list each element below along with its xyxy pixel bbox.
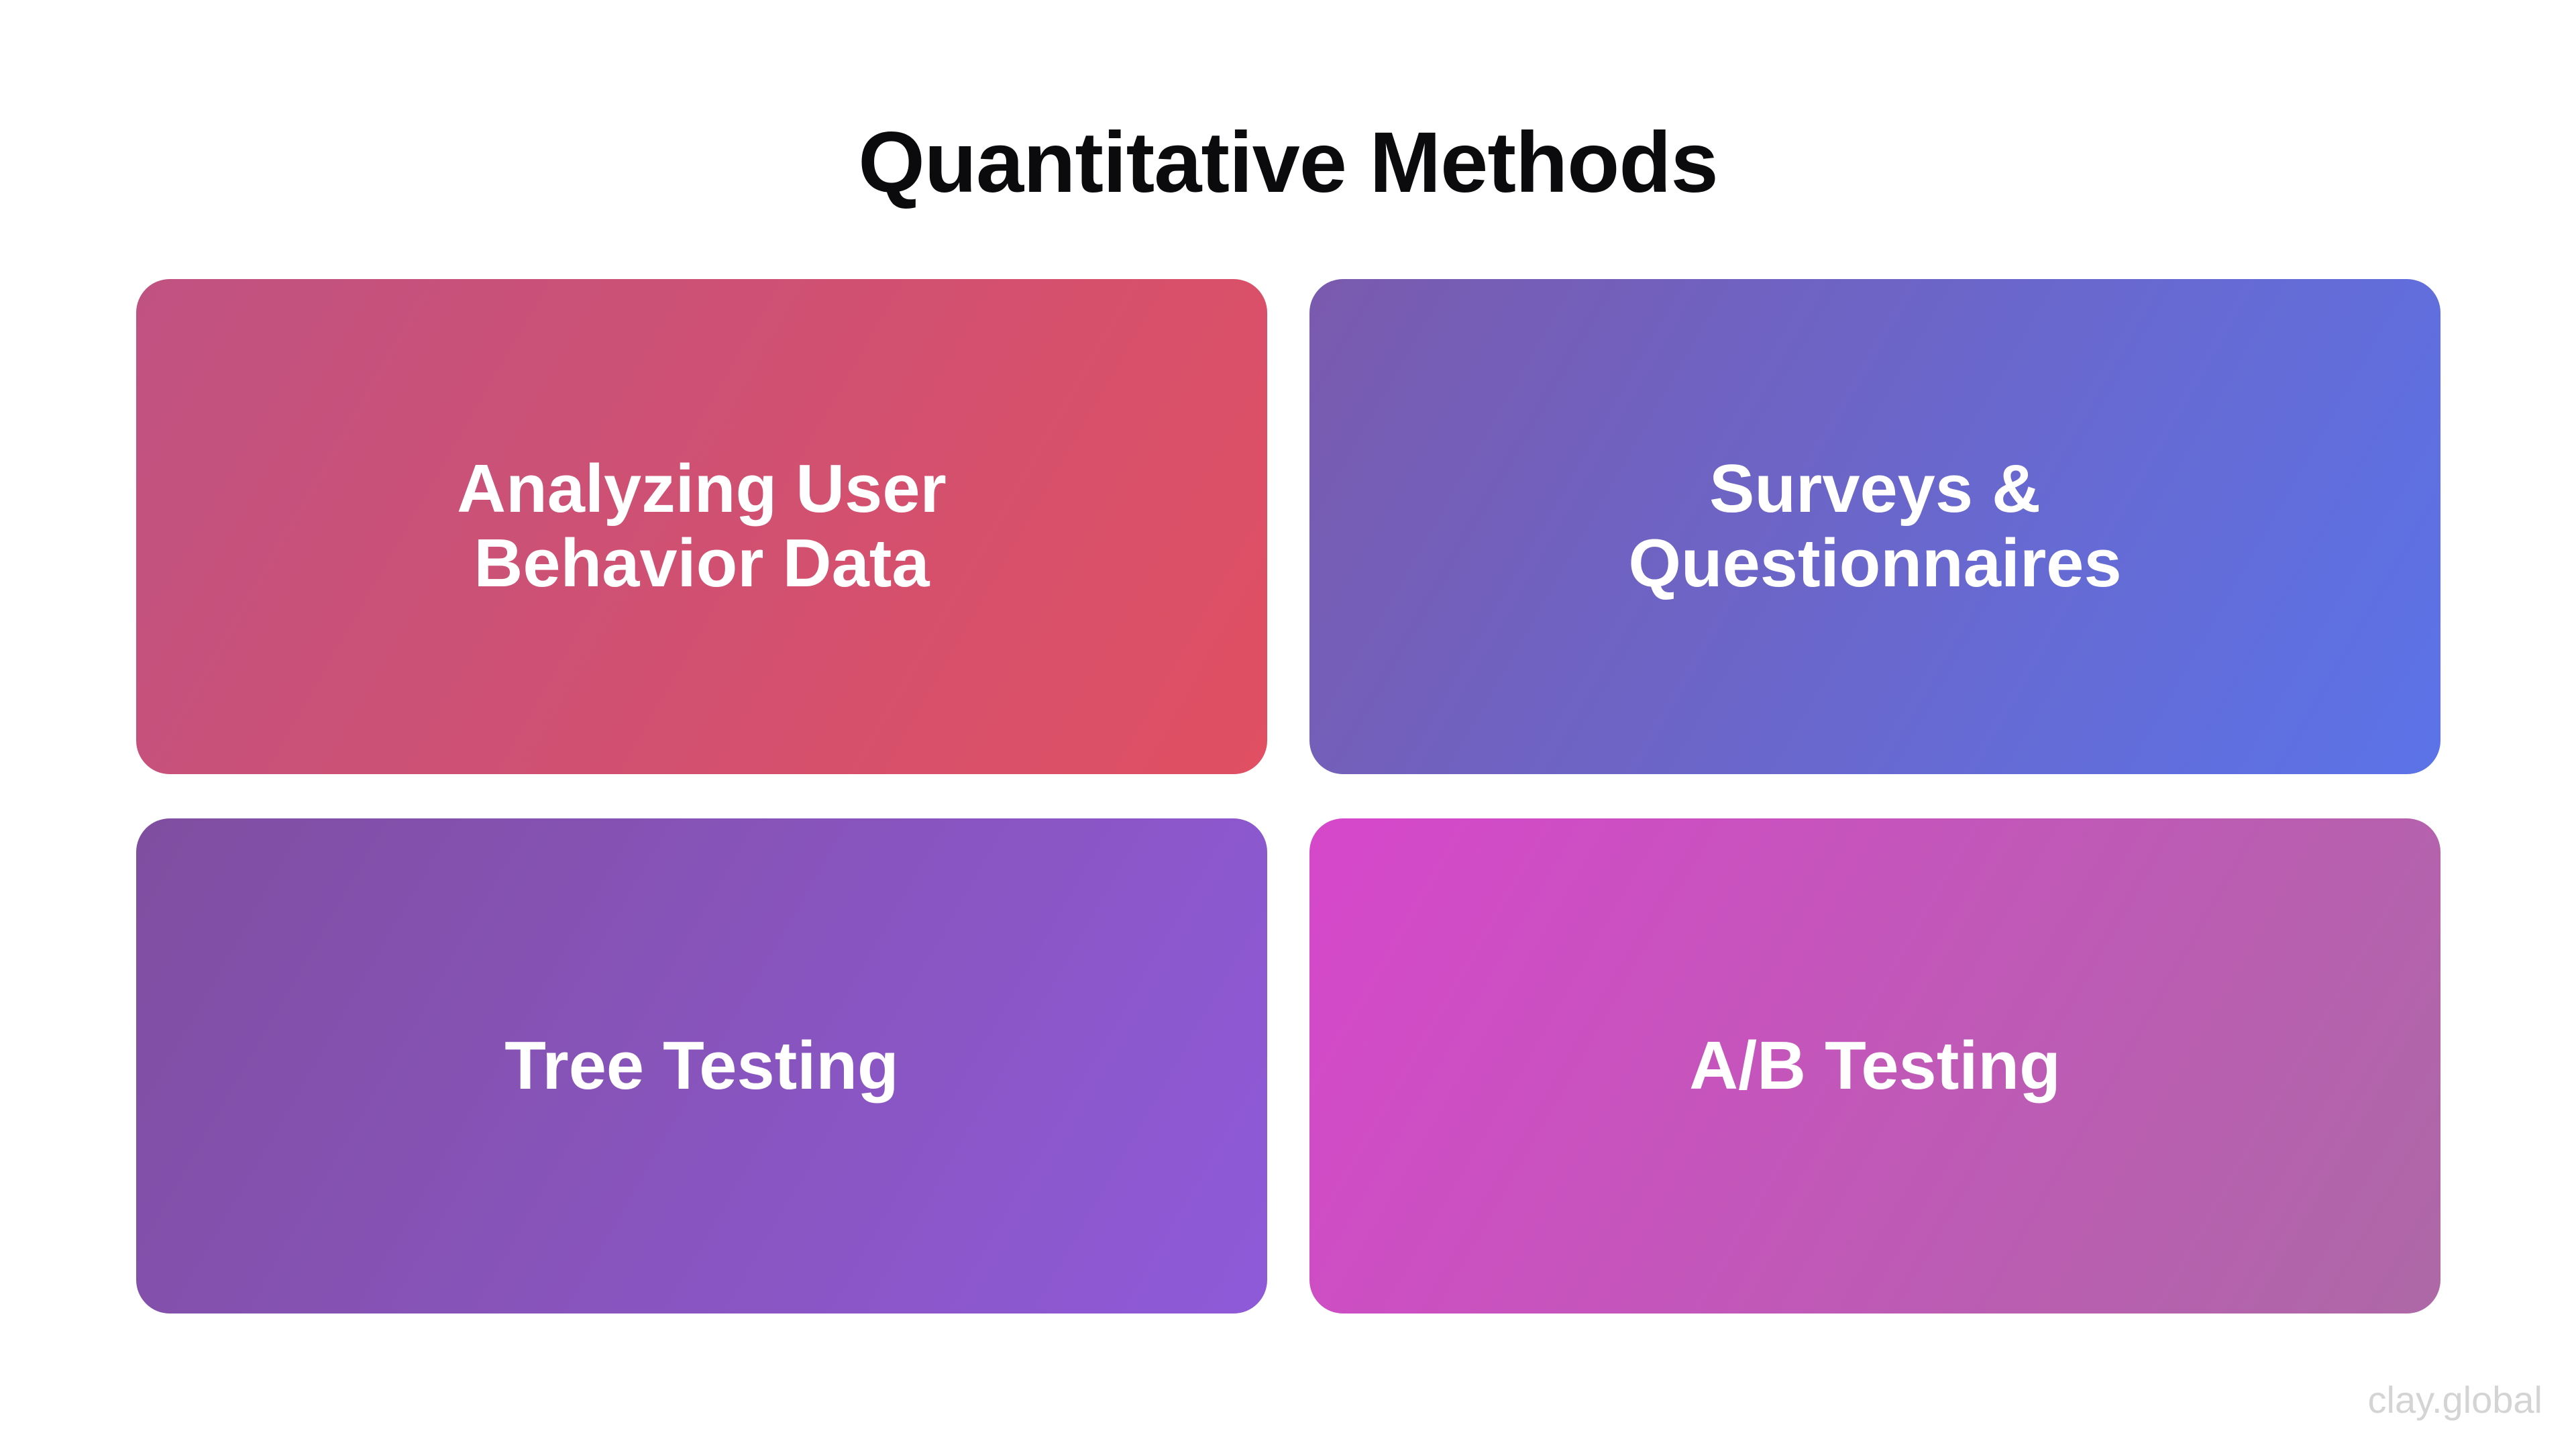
method-card-tree-testing: Tree Testing: [136, 818, 1267, 1313]
slide-title: Quantitative Methods: [858, 115, 1718, 211]
method-card-surveys-questionnaires: Surveys & Questionnaires: [1309, 279, 2440, 774]
brand-watermark: clay.global: [2367, 1379, 2542, 1421]
method-card-ab-testing: A/B Testing: [1309, 818, 2440, 1313]
card-label: Tree Testing: [504, 1028, 899, 1104]
card-label: Analyzing User Behavior Data: [457, 451, 947, 601]
card-label: Surveys & Questionnaires: [1628, 451, 2122, 601]
method-card-analyzing-user-behavior-data: Analyzing User Behavior Data: [136, 279, 1267, 774]
card-label: A/B Testing: [1689, 1028, 2061, 1104]
